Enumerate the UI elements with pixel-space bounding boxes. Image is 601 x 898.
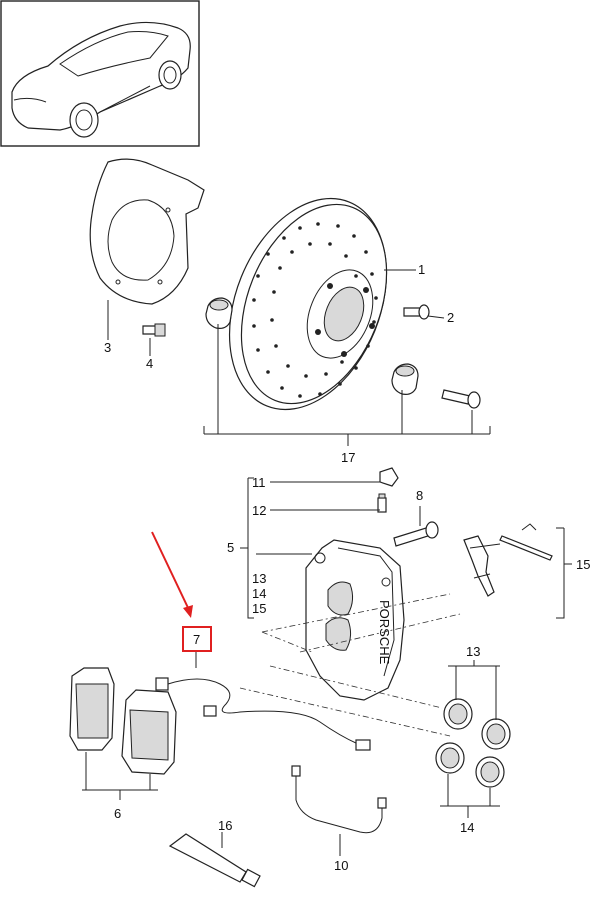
grease-tube — [168, 833, 261, 888]
brake-caliper: PORSCHE — [305, 539, 405, 701]
disc-hub-holes — [315, 283, 375, 357]
callout-2: 2 — [447, 310, 454, 325]
dust-shield — [89, 158, 205, 305]
callout-13-left: 13 — [252, 571, 266, 586]
callout-12: 12 — [252, 503, 266, 518]
wear-sensor — [155, 677, 371, 751]
bushing-kit — [205, 297, 481, 409]
bleeder-valve — [377, 493, 387, 513]
callout-15-right: 15 — [576, 557, 590, 572]
disc-screw — [403, 304, 430, 320]
callout-14-right: 14 — [460, 820, 474, 835]
shield-bolt — [142, 323, 166, 337]
callout-8: 8 — [416, 488, 423, 503]
callout-11: 11 — [252, 475, 266, 490]
callout-15-left: 15 — [252, 601, 266, 616]
callout-16: 16 — [218, 818, 232, 833]
brake-pads — [69, 667, 177, 775]
retaining-spring — [463, 535, 501, 597]
callout-10: 10 — [334, 858, 348, 873]
brake-hose — [291, 765, 387, 834]
leader-lines — [82, 269, 572, 856]
callout-7: 7 — [193, 632, 200, 647]
arrow-icon — [151, 531, 191, 613]
bleeder-cap — [379, 467, 399, 487]
vehicle-thumbnail — [0, 0, 200, 147]
disc-drill-holes — [252, 222, 378, 398]
callout-4: 4 — [146, 356, 153, 371]
callout-14-left: 14 — [252, 586, 266, 601]
callout-3: 3 — [104, 340, 111, 355]
part-callouts: 1 2 3 4 17 11 12 8 5 13 14 15 15 7 13 6 … — [104, 262, 590, 873]
highlight-marker — [151, 531, 212, 652]
assembly-lines — [239, 593, 461, 737]
callout-1: 1 — [418, 262, 425, 277]
brake-disc — [228, 197, 388, 411]
callout-13-right: 13 — [466, 644, 480, 659]
pad-pins — [499, 523, 553, 561]
caliper-pistons — [435, 698, 511, 788]
callout-5: 5 — [227, 540, 234, 555]
car-icon — [11, 21, 191, 138]
caliper-bolt — [393, 521, 439, 547]
highlight-box — [182, 626, 212, 652]
callout-6: 6 — [114, 806, 121, 821]
callout-17: 17 — [341, 450, 355, 465]
